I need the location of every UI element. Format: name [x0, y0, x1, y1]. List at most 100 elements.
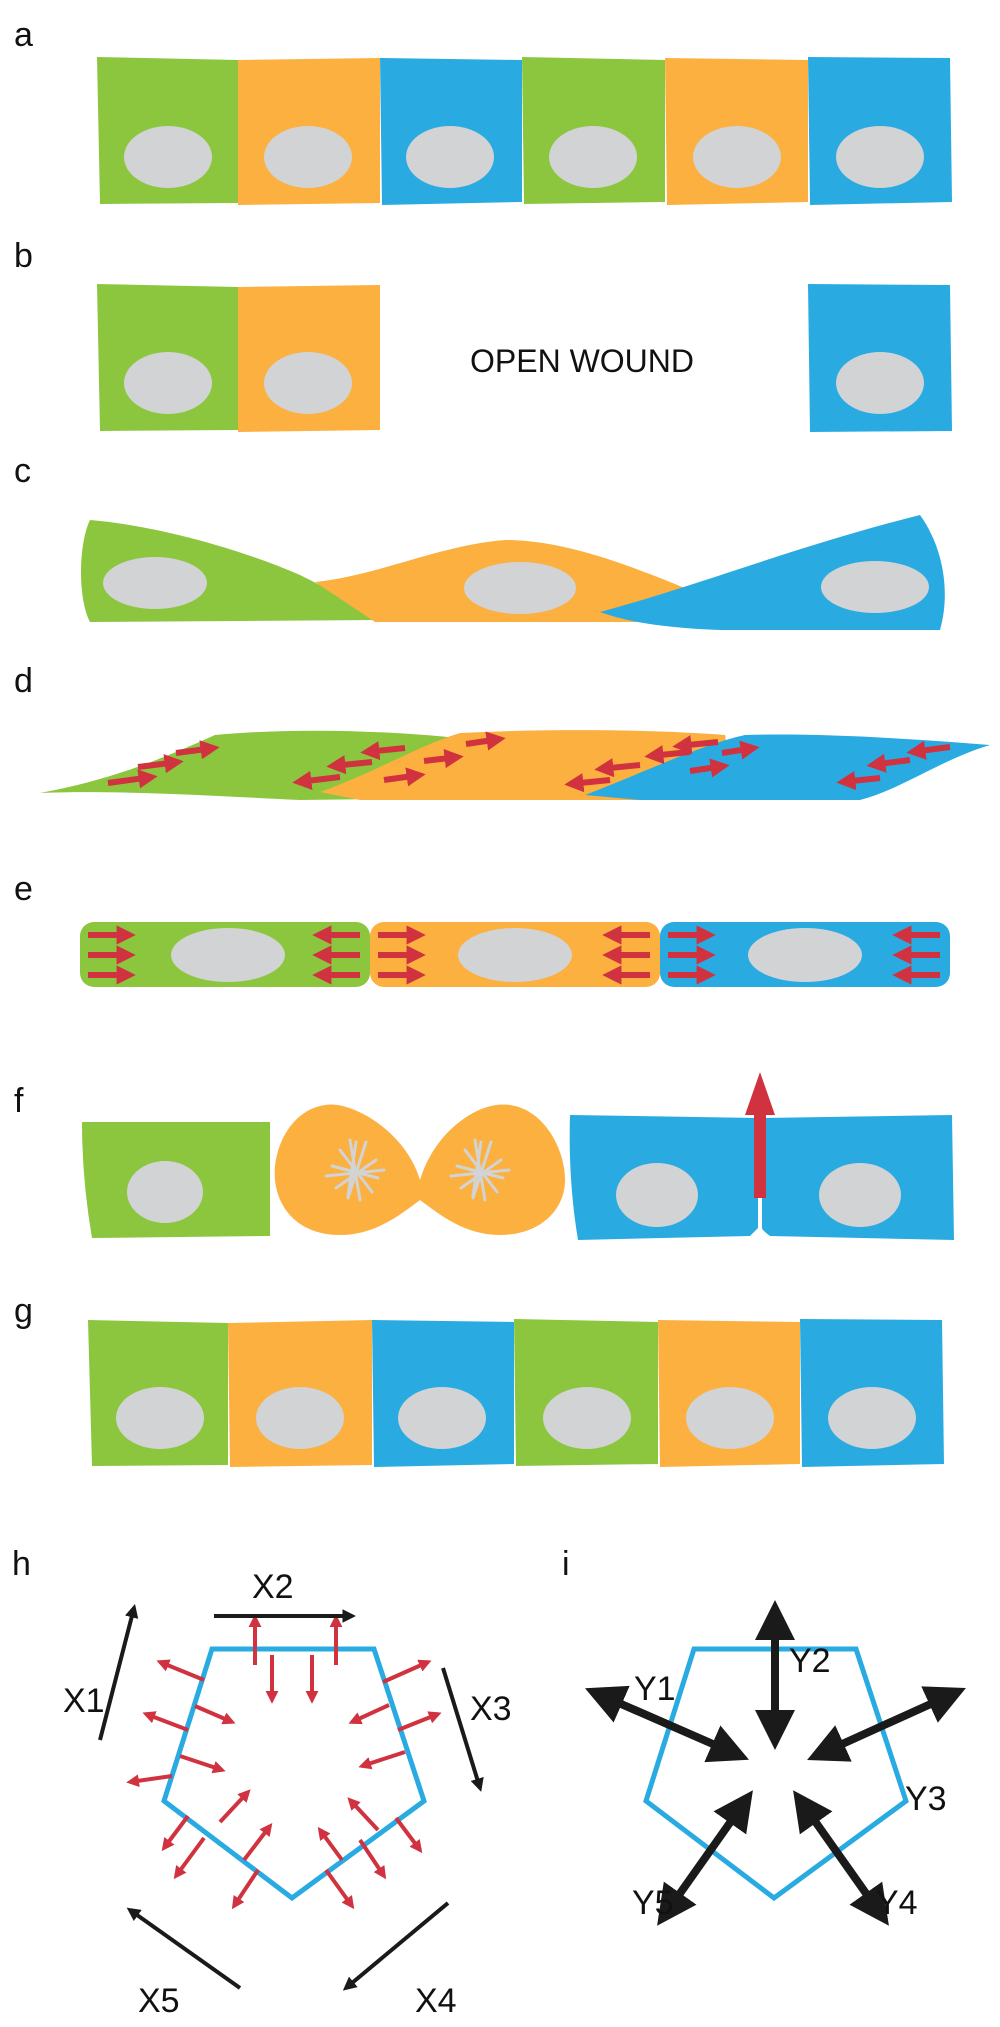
panel-i-vector-model: Y1 Y2 Y3 Y4 Y5	[585, 1600, 966, 1926]
panel-f-division	[82, 1072, 954, 1240]
vector-label-y4: Y4	[876, 1884, 918, 1922]
force-arrow	[906, 740, 951, 760]
force-arrow	[358, 1750, 406, 1770]
chromosome-cluster-right	[449, 1138, 511, 1202]
force-arrow	[161, 1814, 190, 1852]
panel-g-restored	[88, 1319, 944, 1467]
force-arrow	[242, 1822, 273, 1862]
nucleus	[693, 126, 781, 188]
dividing-cell	[274, 1104, 565, 1235]
nucleus	[406, 126, 494, 188]
force-arrow	[564, 773, 611, 793]
wound-label: OPEN WOUND	[470, 343, 694, 379]
force-arrow	[672, 735, 719, 755]
wound-outline-pentagon	[161, 1646, 427, 1902]
panel-label-c: c	[14, 452, 31, 490]
vector-x1	[98, 1604, 139, 1741]
traction-force-arrows	[107, 731, 951, 793]
force-arrow	[721, 740, 760, 760]
force-arrow	[324, 1868, 355, 1910]
force-arrow	[689, 758, 730, 778]
nucleus	[171, 928, 285, 982]
nucleus	[821, 561, 929, 613]
panel-h-force-model: X1 X2 X3 X4 X5	[63, 1568, 512, 2020]
nucleus	[256, 1387, 344, 1449]
nucleus	[828, 1387, 916, 1449]
chromosomes	[324, 1138, 511, 1202]
force-arrow	[175, 740, 220, 760]
vector-label-x4: X4	[415, 1982, 457, 2020]
force-arrow	[347, 1797, 380, 1832]
vector-label-y2: Y2	[789, 1642, 831, 1680]
panel-a-epithelium	[97, 57, 952, 205]
vector-label-x1: X1	[63, 1682, 105, 1720]
vector-y3	[807, 1686, 966, 1762]
vector-y5	[657, 1790, 753, 1926]
extrusion-arrowhead	[745, 1072, 775, 1115]
nucleus	[616, 1163, 698, 1227]
vector-label-x3: X3	[470, 1690, 512, 1728]
nucleus	[836, 126, 924, 188]
x-vectors	[98, 1604, 484, 1991]
nucleus	[549, 126, 637, 188]
chromosome-cluster-left	[324, 1138, 386, 1202]
panel-label-i: i	[562, 1545, 570, 1583]
vector-label-x2: X2	[252, 1568, 294, 1606]
panel-label-b: b	[14, 237, 33, 275]
force-arrow	[383, 767, 426, 787]
nucleus	[819, 1163, 901, 1227]
force-arrow	[465, 731, 506, 751]
nucleus	[116, 1387, 204, 1449]
nucleus	[127, 1161, 203, 1223]
nucleus	[836, 352, 924, 414]
force-arrow	[142, 1711, 189, 1732]
nucleus	[686, 1387, 774, 1449]
force-arrow	[382, 1659, 432, 1684]
vector-y4	[793, 1790, 889, 1926]
force-arrow	[173, 1836, 206, 1880]
force-arrow	[137, 754, 184, 774]
force-arrow	[394, 1816, 423, 1854]
panel-b-open-wound: OPEN WOUND	[97, 284, 952, 432]
vector-label-y3: Y3	[905, 1780, 947, 1818]
panel-label-g: g	[14, 1292, 33, 1330]
force-arrow	[423, 749, 464, 769]
force-arrow	[866, 753, 911, 773]
force-arrow	[397, 1711, 442, 1732]
force-arrow	[292, 770, 341, 790]
vector-x4	[342, 1901, 450, 1991]
force-arrow	[358, 1838, 387, 1880]
nucleus	[124, 126, 212, 188]
nucleus	[103, 557, 207, 609]
cell-blue	[585, 734, 990, 800]
vector-label-y5: Y5	[632, 1884, 674, 1922]
force-arrow	[348, 1703, 390, 1725]
force-arrow	[360, 741, 406, 761]
contraction-force-arrows	[88, 925, 940, 985]
panel-c-spreading	[81, 515, 945, 630]
y-vectors	[585, 1600, 966, 1926]
panel-label-e: e	[14, 870, 33, 908]
force-arrow	[179, 1754, 226, 1774]
vector-x5	[126, 1907, 242, 1990]
force-arrow	[156, 1659, 205, 1682]
panel-e-contraction	[80, 922, 950, 987]
panel-label-d: d	[14, 662, 33, 700]
nucleus	[458, 928, 572, 982]
panel-label-h: h	[12, 1545, 31, 1583]
force-arrow	[194, 1704, 236, 1725]
panel-d-migration	[40, 730, 990, 800]
vector-label-x5: X5	[138, 1982, 180, 2020]
force-arrow	[126, 1774, 173, 1788]
nucleus	[464, 562, 576, 614]
panel-label-a: a	[14, 16, 33, 54]
force-arrow	[107, 769, 158, 789]
force-arrow	[594, 758, 641, 778]
nucleus	[124, 352, 212, 414]
nucleus	[264, 126, 352, 188]
force-arrow	[218, 1789, 251, 1824]
force-arrow	[317, 1826, 344, 1862]
force-arrow	[836, 771, 881, 791]
nucleus	[748, 928, 862, 982]
